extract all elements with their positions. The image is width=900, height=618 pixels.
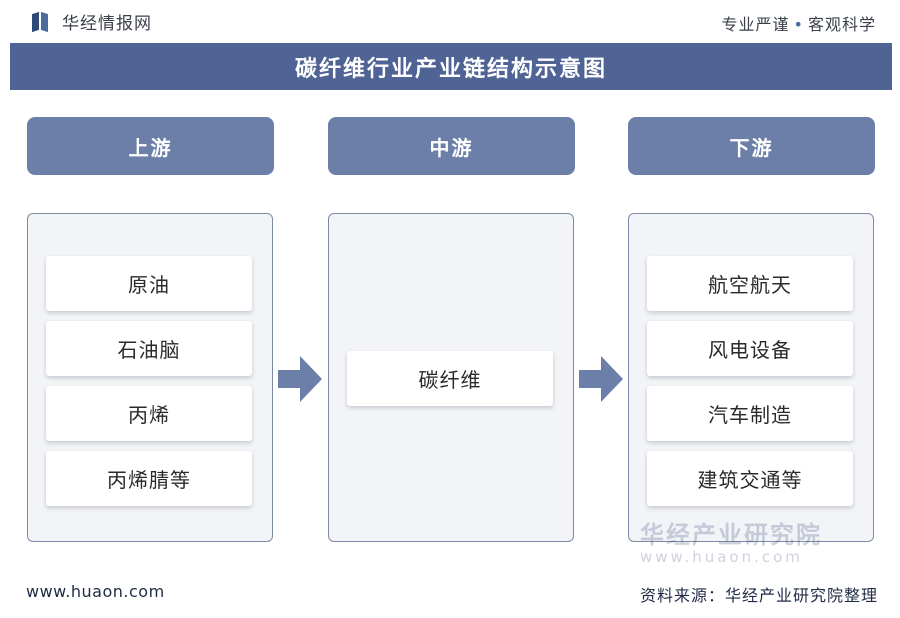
- watermark: 华经产业研究院: [640, 515, 822, 550]
- brand-logo-icon: [32, 11, 54, 33]
- brand: 华经情报网: [32, 9, 152, 34]
- slogan-right: 客观科学: [807, 15, 876, 34]
- stage-header-upstream: 上游: [27, 117, 274, 175]
- downstream-item: 建筑交通等: [647, 451, 853, 506]
- downstream-box: 航空航天 风电设备 汽车制造 建筑交通等: [628, 213, 874, 542]
- footer-source: 资料来源：华经产业研究院整理: [639, 586, 878, 605]
- upstream-item: 丙烯腈等: [46, 451, 252, 506]
- slogan-separator: •: [793, 15, 804, 34]
- downstream-item: 风电设备: [647, 321, 853, 376]
- downstream-item: 航空航天: [647, 256, 853, 311]
- downstream-item: 汽车制造: [647, 386, 853, 441]
- midstream-item: 碳纤维: [347, 351, 553, 406]
- arrow-right-icon: [278, 356, 322, 402]
- slogan: 专业严谨•客观科学: [722, 11, 876, 35]
- upstream-box: 原油 石油脑 丙烯 丙烯腈等: [27, 213, 273, 542]
- upstream-item: 丙烯: [46, 386, 252, 441]
- upstream-item: 原油: [46, 256, 252, 311]
- watermark-url: www.huaon.com: [640, 548, 803, 566]
- upstream-item: 石油脑: [46, 321, 252, 376]
- watermark-text: 华经产业研究院: [640, 521, 822, 549]
- top-bar: 华经情报网 专业严谨•客观科学: [0, 0, 900, 40]
- slogan-left: 专业严谨: [721, 15, 790, 34]
- diagram-title: 碳纤维行业产业链结构示意图: [10, 43, 892, 90]
- arrow-right-icon: [579, 356, 623, 402]
- midstream-box: 碳纤维: [328, 213, 574, 542]
- brand-name: 华经情报网: [62, 14, 152, 34]
- stage-header-midstream: 中游: [328, 117, 575, 175]
- footer-website: www.huaon.com: [26, 582, 165, 601]
- stage-header-downstream: 下游: [628, 117, 875, 175]
